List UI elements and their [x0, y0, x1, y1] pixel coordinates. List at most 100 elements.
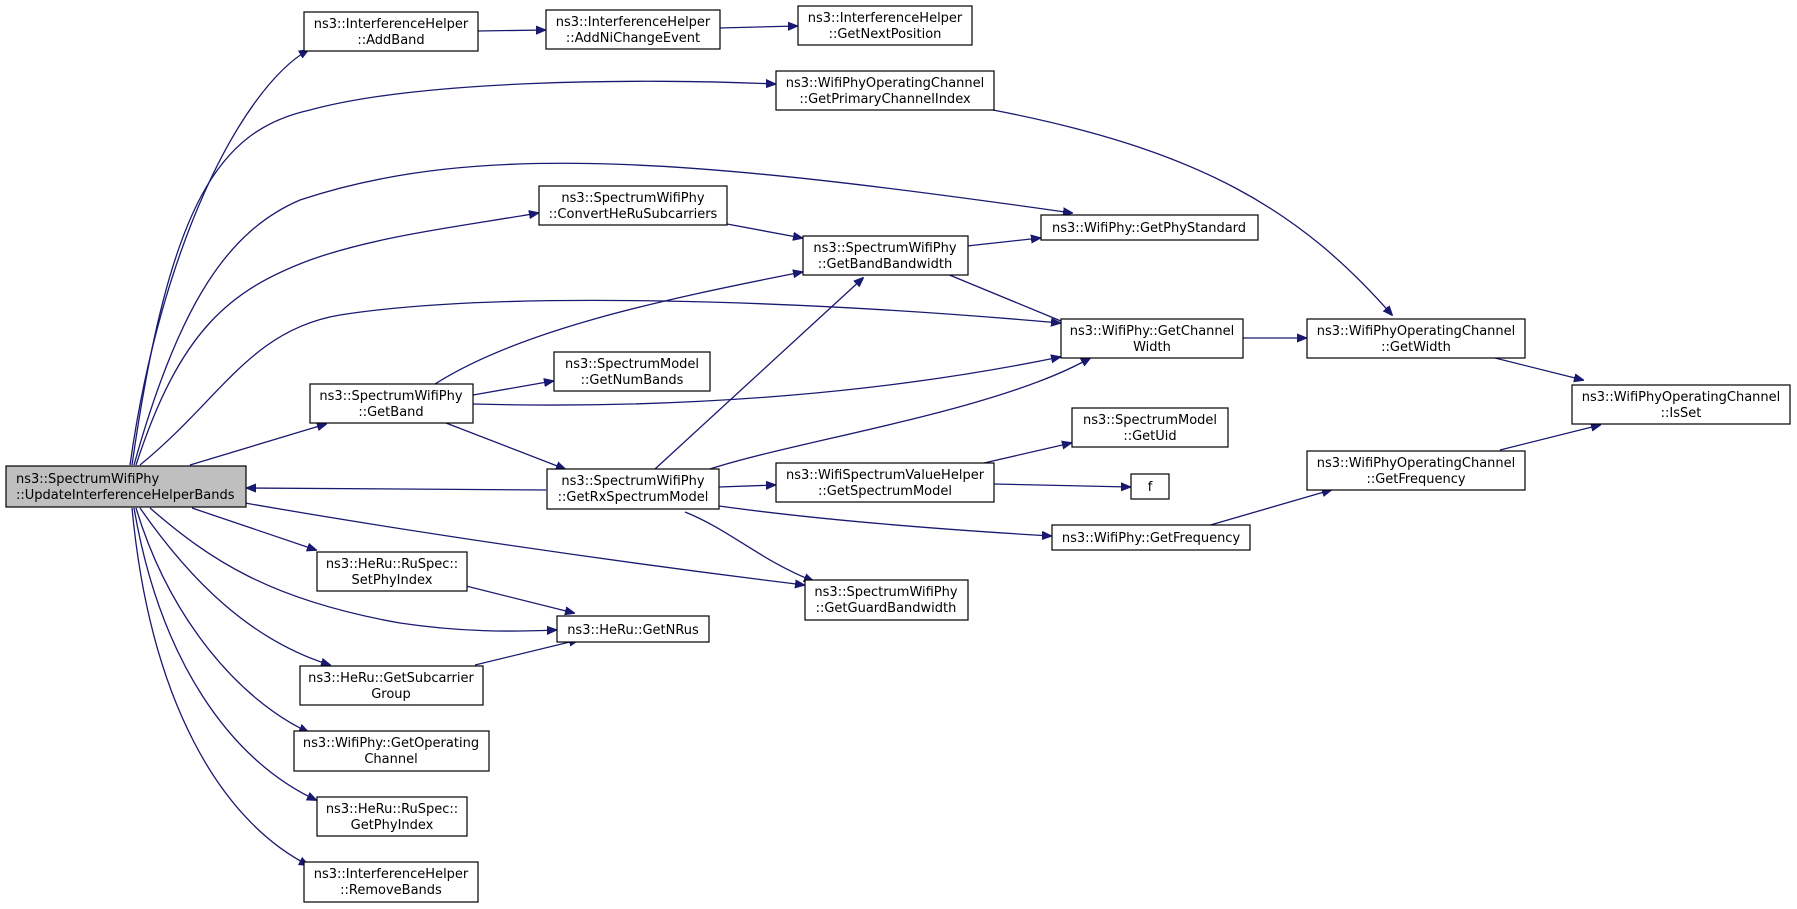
node-label-line: ns3::HeRu::GetSubcarrier	[308, 671, 474, 686]
node-label-line: ns3::WifiPhyOperatingChannel	[1582, 390, 1781, 405]
node-label-line: ns3::HeRu::GetNRus	[567, 623, 699, 638]
edge-swvh-specmodel-sm-uid	[983, 443, 1071, 464]
node-he-ru-spec-get-phy-index[interactable]: ns3::HeRu::RuSpec:: GetPhyIndex	[316, 796, 468, 837]
node-f[interactable]: f	[1130, 473, 1170, 500]
node-label-line: ::RemoveBands	[340, 883, 442, 898]
edge-wp-freq-woc-freq	[1206, 490, 1331, 527]
node-spectrum-wifi-phy-get-rx-spectrum-model[interactable]: ns3::SpectrumWifiPhy ::GetRxSpectrumMode…	[546, 468, 720, 510]
edge-woc-freq-woc-isset	[1499, 425, 1600, 451]
edge-swp-convert-swp-bandbw	[726, 223, 802, 238]
node-label-line: ns3::SpectrumWifiPhy	[319, 389, 462, 404]
edge-root-ih-removebands	[131, 507, 308, 865]
edge-root-swp-guardbw	[244, 502, 804, 585]
node-label-line: ns3::InterferenceHelper	[314, 17, 469, 32]
node-operating-channel-is-set[interactable]: ns3::WifiPhyOperatingChannel ::IsSet	[1571, 384, 1791, 425]
node-label-line: ::UpdateInterferenceHelperBands	[16, 488, 235, 503]
node-label-line: ns3::InterferenceHelper	[556, 15, 711, 30]
edge-swp-getband-sm-numbands	[472, 381, 553, 396]
edge-root-ih-addband	[129, 50, 308, 466]
edge-swp-rxspec-swp-bandbw	[654, 278, 863, 470]
node-spectrum-model-get-uid[interactable]: ns3::SpectrumModel ::GetUid	[1071, 407, 1229, 448]
edge-woc-getwidth-woc-isset	[1494, 357, 1583, 380]
node-label-line: ::GetGuardBandwidth	[816, 601, 957, 616]
edge-root-wp-phystd	[133, 162, 1072, 466]
edge-swp-getband-swp-bandbw	[434, 272, 802, 385]
node-interference-helper-add-ni-change-event[interactable]: ns3::InterferenceHelper ::AddNiChangeEve…	[545, 9, 721, 50]
node-label-line: ns3::WifiSpectrumValueHelper	[786, 468, 985, 483]
node-label-line: ::GetBand	[358, 405, 423, 420]
edge-swvh-specmodel-f	[993, 484, 1130, 487]
edge-root-woc-primary	[131, 81, 775, 466]
node-label-line: ::GetPrimaryChannelIndex	[799, 92, 971, 107]
node-label-line: ns3::InterferenceHelper	[808, 11, 963, 26]
edge-root-heru-subgroup	[139, 507, 330, 665]
edge-swp-rxspec-root	[247, 488, 547, 490]
node-interference-helper-remove-bands[interactable]: ns3::InterferenceHelper ::RemoveBands	[303, 861, 479, 903]
node-label-line: ns3::WifiPhy::GetFrequency	[1062, 531, 1241, 546]
node-label-line: Width	[1133, 340, 1171, 355]
edge-heru-subgroup-heru-getnrus	[474, 640, 578, 666]
edge-swp-bandbw-wp-chwidth	[946, 273, 1073, 326]
edge-ih-addband-ih-addnichange	[477, 30, 545, 31]
node-spectrum-model-get-num-bands[interactable]: ns3::SpectrumModel ::GetNumBands	[553, 351, 711, 392]
node-label-line: ns3::WifiPhy::GetChannel	[1070, 324, 1235, 339]
node-label-line: Channel	[364, 752, 417, 767]
node-he-ru-spec-set-phy-index[interactable]: ns3::HeRu::RuSpec:: SetPhyIndex	[316, 551, 468, 592]
edge-swp-rxspec-wp-chwidth	[709, 358, 1090, 470]
node-label-line: ns3::WifiPhyOperatingChannel	[1317, 456, 1516, 471]
node-label-line: ::IsSet	[1661, 406, 1702, 421]
node-wifi-phy-get-frequency[interactable]: ns3::WifiPhy::GetFrequency	[1051, 524, 1251, 551]
edge-root-wp-chwidth	[139, 299, 1060, 466]
node-spectrum-wifi-phy-get-guard-bandwidth[interactable]: ns3::SpectrumWifiPhy ::GetGuardBandwidth	[804, 579, 969, 621]
node-label-line: ::AddBand	[357, 33, 424, 48]
node-label-line: GetPhyIndex	[351, 818, 434, 833]
node-label-line: f	[1148, 480, 1153, 495]
edge-root-heru-getnrus	[149, 507, 556, 631]
node-update-interference-helper-bands[interactable]: ns3::SpectrumWifiPhy ::UpdateInterferenc…	[5, 465, 247, 508]
edge-heru-setphy-heru-getnrus	[465, 585, 574, 613]
node-he-ru-get-n-rus[interactable]: ns3::HeRu::GetNRus	[556, 615, 710, 643]
edge-ih-addnichange-ih-getnextpos	[718, 26, 797, 28]
node-spectrum-wifi-phy-get-band-bandwidth[interactable]: ns3::SpectrumWifiPhy ::GetBandBandwidth	[802, 235, 969, 276]
node-operating-channel-get-width[interactable]: ns3::WifiPhyOperatingChannel ::GetWidth	[1306, 318, 1526, 359]
edge-swp-rxspec-swvh-specmodel	[718, 485, 775, 487]
node-wifi-phy-get-channel-width[interactable]: ns3::WifiPhy::GetChannel Width	[1060, 318, 1244, 359]
node-label-line: ::GetBandBandwidth	[818, 257, 953, 272]
node-label-line: ns3::SpectrumWifiPhy	[561, 191, 704, 206]
node-label-line: ::GetWidth	[1381, 340, 1451, 355]
node-interference-helper-add-band[interactable]: ns3::InterferenceHelper ::AddBand	[303, 11, 479, 52]
node-wifi-phy-get-operating-channel[interactable]: ns3::WifiPhy::GetOperating Channel	[293, 730, 490, 772]
node-label-line: ns3::WifiPhy::GetPhyStandard	[1052, 221, 1246, 236]
node-label-line: ns3::HeRu::RuSpec::	[326, 557, 458, 572]
edge-swp-rxspec-wp-freq	[718, 505, 1051, 536]
node-label-line: ns3::SpectrumModel	[565, 357, 699, 372]
node-label-line: ns3::SpectrumWifiPhy	[814, 585, 957, 600]
node-interference-helper-get-next-position[interactable]: ns3::InterferenceHelper ::GetNextPositio…	[797, 5, 973, 46]
node-spectrum-wifi-phy-get-band[interactable]: ns3::SpectrumWifiPhy ::GetBand	[309, 383, 474, 424]
edge-swp-getband-wp-chwidth	[472, 357, 1060, 406]
node-label-line: ns3::WifiPhyOperatingChannel	[786, 76, 985, 91]
node-label-line: ns3::HeRu::RuSpec::	[326, 802, 458, 817]
node-label-line: ::GetSpectrumModel	[818, 484, 952, 499]
edge-swp-getband-swp-rxspec	[445, 422, 565, 469]
node-label-line: ns3::WifiPhyOperatingChannel	[1317, 324, 1516, 339]
edge-root-swp-convert	[135, 213, 538, 466]
node-operating-channel-get-frequency[interactable]: ns3::WifiPhyOperatingChannel ::GetFreque…	[1306, 450, 1526, 491]
node-label-line: ns3::SpectrumWifiPhy	[561, 474, 704, 489]
node-label-line: ns3::WifiPhy::GetOperating	[303, 736, 479, 751]
node-label-line: ::AddNiChangeEvent	[566, 31, 700, 46]
node-operating-channel-get-primary-channel-index[interactable]: ns3::WifiPhyOperatingChannel ::GetPrimar…	[775, 70, 995, 111]
node-label-line: ::GetUid	[1123, 429, 1176, 444]
node-label-line: ::GetFrequency	[1366, 472, 1465, 487]
node-spectrum-wifi-phy-convert-he-ru-subcarriers[interactable]: ns3::SpectrumWifiPhy ::ConvertHeRuSubcar…	[538, 185, 728, 226]
node-wifi-spectrum-value-helper-get-spectrum-model[interactable]: ns3::WifiSpectrumValueHelper ::GetSpectr…	[775, 462, 995, 503]
node-he-ru-get-subcarrier-group[interactable]: ns3::HeRu::GetSubcarrier Group	[299, 665, 484, 706]
edge-woc-primary-woc-getwidth	[992, 109, 1392, 315]
node-label-line: ::GetNextPosition	[829, 27, 942, 42]
node-label-line: ::ConvertHeRuSubcarriers	[549, 207, 718, 222]
node-label-line: ns3::SpectrumModel	[1083, 413, 1217, 428]
node-label-line: ::GetNumBands	[581, 373, 684, 388]
node-label-line: SetPhyIndex	[352, 573, 433, 588]
node-wifi-phy-get-phy-standard[interactable]: ns3::WifiPhy::GetPhyStandard	[1040, 214, 1259, 241]
